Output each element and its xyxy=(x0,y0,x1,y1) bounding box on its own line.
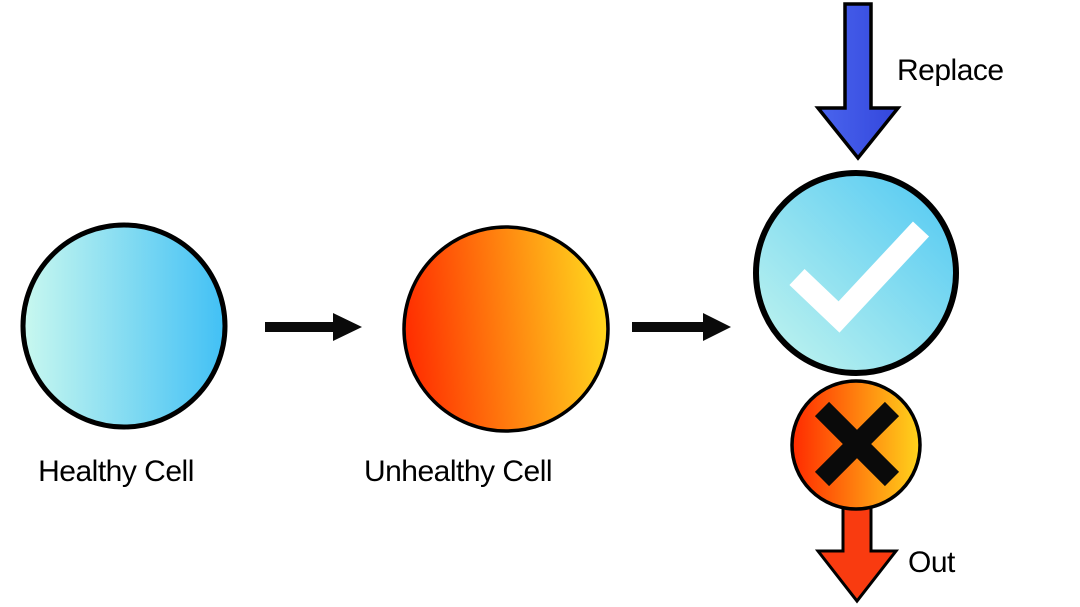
healthy-cell-label: Healthy Cell xyxy=(38,455,194,488)
flow-arrow-right-1-icon xyxy=(265,313,362,341)
healthy-cell-circle xyxy=(20,222,228,430)
flow-arrow-right-2-icon xyxy=(632,313,731,341)
unhealthy-cell-label: Unhealthy Cell xyxy=(364,455,552,488)
unhealthy-cell-circle xyxy=(402,225,610,433)
check-icon xyxy=(789,221,930,333)
replacement-cell-circle xyxy=(753,170,959,376)
out-label: Out xyxy=(908,546,956,579)
replace-arrow-down-icon xyxy=(814,2,902,161)
replace-label: Replace xyxy=(897,54,1004,87)
x-icon xyxy=(814,401,900,487)
